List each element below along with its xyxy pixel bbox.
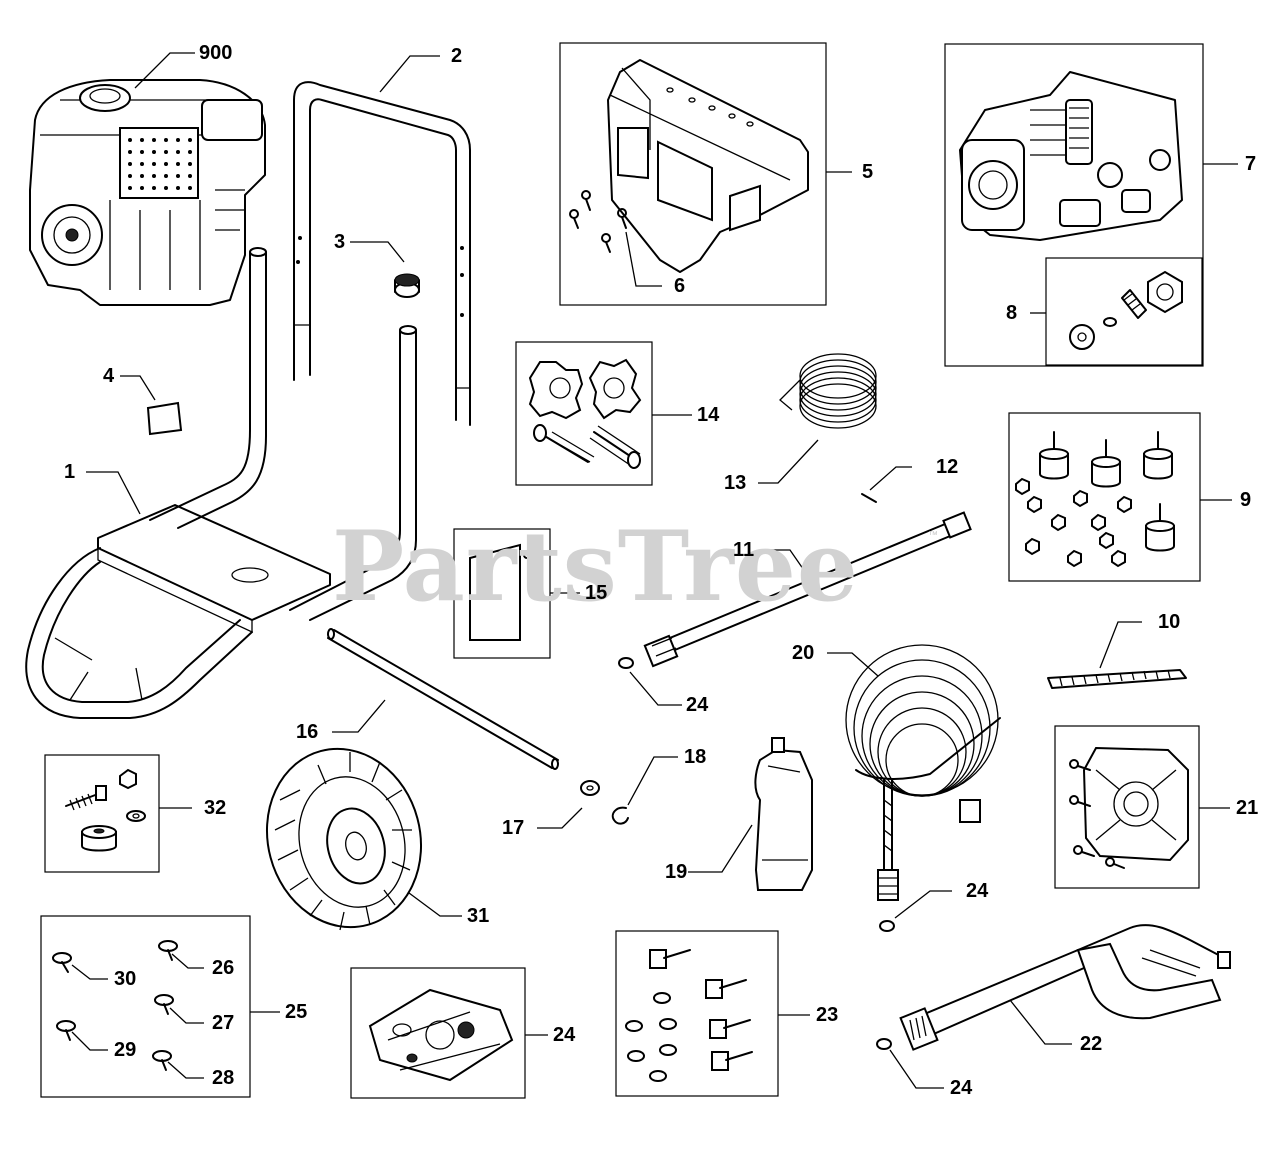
- shroud-part-5: [607, 59, 809, 273]
- callout-19[interactable]: 19: [665, 861, 688, 883]
- bolts-part-23: [625, 949, 753, 1082]
- axle-part-16: [327, 628, 559, 770]
- box-hardware-32: [44, 754, 160, 873]
- box-knobs-14: [515, 341, 653, 486]
- callout-21[interactable]: 21: [1236, 797, 1259, 819]
- box-screws-25: [40, 915, 251, 1098]
- callout-12[interactable]: 12: [936, 456, 959, 478]
- wheel-part-31: [265, 747, 423, 931]
- decal-part-15: [469, 543, 537, 641]
- callout-31[interactable]: 31: [467, 905, 490, 927]
- callout-10[interactable]: 10: [1158, 611, 1181, 633]
- callout-7[interactable]: 7: [1245, 153, 1257, 175]
- gun-part-22: [899, 924, 1231, 1051]
- washer-part-24a: [618, 657, 634, 669]
- plate-part-21: [1069, 746, 1189, 869]
- callout-22[interactable]: 22: [1080, 1033, 1103, 1055]
- box-plate-21: [1054, 725, 1200, 889]
- callout-30[interactable]: 30: [114, 968, 137, 990]
- box-shroud-5: [559, 42, 827, 306]
- callout-24-kit[interactable]: 24: [553, 1024, 576, 1046]
- kit-part-24: [368, 988, 514, 1082]
- callout-1[interactable]: 1: [64, 461, 76, 483]
- callout-23[interactable]: 23: [816, 1004, 839, 1026]
- callout-11[interactable]: 11: [733, 539, 755, 561]
- callout-20[interactable]: 20: [792, 642, 815, 664]
- box-kit-24: [350, 967, 526, 1099]
- callout-29[interactable]: 29: [114, 1039, 137, 1061]
- callout-28[interactable]: 28: [212, 1067, 235, 1089]
- trademark-symbol: ™: [928, 530, 938, 541]
- pump-part-7: [959, 71, 1183, 241]
- callout-27[interactable]: 27: [212, 1012, 235, 1034]
- knobs-part-14: [528, 358, 642, 469]
- washer-part-17: [580, 780, 600, 796]
- watermark: PartsTree: [332, 510, 859, 623]
- callout-32[interactable]: 32: [204, 797, 227, 819]
- boot-part-19: [754, 737, 813, 891]
- cap-part-3: [394, 273, 420, 298]
- mounts-part-9: [1015, 431, 1175, 568]
- callout-8[interactable]: 8: [1006, 302, 1018, 324]
- wand-part-11: [643, 511, 972, 668]
- strap-part-10: [1047, 669, 1187, 689]
- box-mounts-9: [1008, 412, 1201, 582]
- callout-5[interactable]: 5: [862, 161, 874, 183]
- callout-4[interactable]: 4: [103, 365, 115, 387]
- washer-part-24b: [879, 920, 895, 932]
- hose-part-20: [845, 644, 1001, 901]
- box-valve-8: [1045, 257, 1203, 366]
- callout-16[interactable]: 16: [296, 721, 319, 743]
- engine-part-900: [29, 79, 266, 306]
- frame-part-1: [25, 247, 417, 719]
- washer-part-24d: [876, 1038, 892, 1050]
- leader-lines: [71, 52, 1238, 1089]
- callout-6[interactable]: 6: [674, 275, 686, 297]
- callout-15[interactable]: 15: [585, 582, 608, 604]
- callout-14[interactable]: 14: [697, 404, 720, 426]
- callout-2[interactable]: 2: [451, 45, 463, 67]
- callout-24-hose[interactable]: 24: [966, 880, 989, 902]
- callout-17[interactable]: 17: [502, 817, 525, 839]
- screws-part-25: [52, 940, 178, 1071]
- hardware-part-32: [65, 768, 146, 852]
- valve-part-8: [1069, 270, 1183, 350]
- callout-900[interactable]: 900: [199, 42, 233, 64]
- callout-18[interactable]: 18: [684, 746, 707, 768]
- pin-part-12: [861, 493, 877, 503]
- handle-part-2: [293, 81, 471, 426]
- box-pump-7: [944, 43, 1204, 367]
- box-bolts-23: [615, 930, 779, 1097]
- callout-3[interactable]: 3: [334, 231, 346, 253]
- coil-part-13: [779, 353, 877, 429]
- callout-24-gun[interactable]: 24: [950, 1077, 973, 1099]
- callout-24-wand[interactable]: 24: [686, 694, 709, 716]
- callout-26[interactable]: 26: [212, 957, 235, 979]
- label-part-4: [146, 401, 183, 436]
- callout-13[interactable]: 13: [724, 472, 747, 494]
- clip-part-18: [611, 806, 629, 825]
- screws-part-6: [569, 190, 627, 253]
- callout-9[interactable]: 9: [1240, 489, 1252, 511]
- callout-25[interactable]: 25: [285, 1001, 308, 1023]
